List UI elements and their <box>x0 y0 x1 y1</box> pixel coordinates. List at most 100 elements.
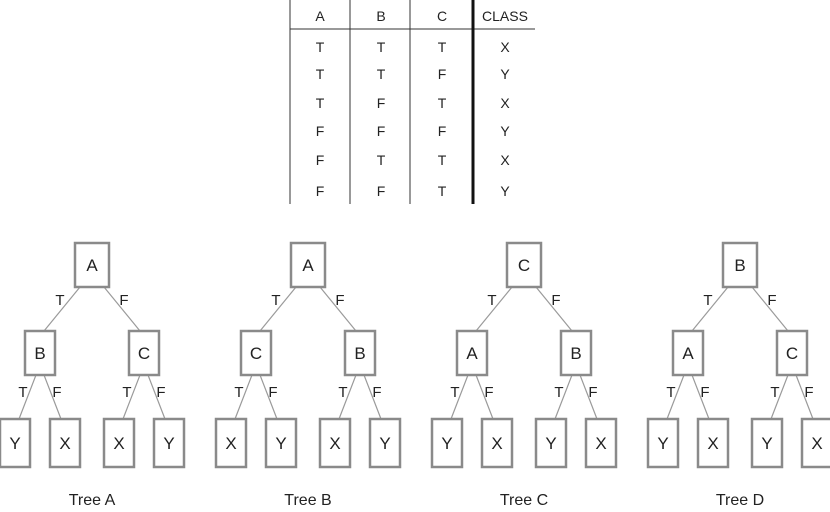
tree-edge-true <box>770 374 789 420</box>
table-cell: T <box>438 152 447 168</box>
right-node: B <box>343 329 377 377</box>
leaf-node: X <box>584 417 618 469</box>
leaf-node-label: Y <box>275 434 286 453</box>
leaf-node-label: Y <box>9 434 20 453</box>
tree-edge-true <box>666 374 685 420</box>
table-cell: F <box>438 123 447 139</box>
tree-edge-false <box>475 374 494 420</box>
edge-label-false: F <box>156 384 165 401</box>
right-node-label: C <box>786 344 798 363</box>
table-cell: T <box>316 39 325 55</box>
table-cell: X <box>500 152 510 168</box>
right-node: C <box>775 329 809 377</box>
table-cell: T <box>438 183 447 199</box>
edge-label-true: T <box>338 384 347 401</box>
leaf-node-label: X <box>225 434 236 453</box>
left-node-box <box>671 329 705 377</box>
root-node: A <box>289 241 327 289</box>
leaf-node: X <box>318 417 352 469</box>
table-header-a: A <box>315 8 325 24</box>
tree-edge-false <box>259 374 278 420</box>
edge-label-false: F <box>335 292 344 309</box>
leaf-node-box <box>48 417 82 469</box>
leaf-node-label: Y <box>657 434 668 453</box>
left-node-box <box>23 329 57 377</box>
table-cell: F <box>316 123 325 139</box>
edge-label-true: T <box>487 292 496 309</box>
leaf-node-box <box>102 417 136 469</box>
table-row: F T T X <box>316 152 511 168</box>
leaf-node: Y <box>646 417 680 469</box>
tree-edge-false <box>535 286 573 332</box>
root-node-label: C <box>518 256 530 275</box>
left-node: A <box>671 329 705 377</box>
leaf-node: Y <box>534 417 568 469</box>
table-row: T T T X <box>316 39 511 55</box>
edge-label-false: F <box>804 384 813 401</box>
table-row: F F F Y <box>316 123 511 139</box>
edge-label-true: T <box>18 384 27 401</box>
table-cell: T <box>316 66 325 82</box>
left-node-label: A <box>466 344 478 363</box>
tree-edge-false <box>751 286 789 332</box>
leaf-node-label: Y <box>379 434 390 453</box>
tree-caption: Tree C <box>500 492 548 509</box>
leaf-node-box <box>430 417 464 469</box>
leaf-node-label: Y <box>761 434 772 453</box>
root-node: B <box>721 241 759 289</box>
tree-edge-true <box>691 286 729 332</box>
leaf-node-label: X <box>707 434 718 453</box>
left-node-label: A <box>682 344 694 363</box>
tree-edge-true <box>259 286 297 332</box>
leaf-node-label: X <box>329 434 340 453</box>
tree-edge-true <box>338 374 357 420</box>
edge-label-true: T <box>666 384 675 401</box>
table-cell: F <box>377 95 386 111</box>
edge-label-false: F <box>484 384 493 401</box>
leaf-node: Y <box>152 417 186 469</box>
edge-label-true: T <box>271 292 280 309</box>
edge-label-true: T <box>770 384 779 401</box>
leaf-node: X <box>48 417 82 469</box>
right-node-box <box>127 329 161 377</box>
table-cell: F <box>316 183 325 199</box>
leaf-node: X <box>800 417 830 469</box>
leaf-node: Y <box>264 417 298 469</box>
leaf-node: X <box>696 417 730 469</box>
table-cell: T <box>377 152 386 168</box>
table-cell: X <box>500 39 510 55</box>
leaf-node-box <box>646 417 680 469</box>
edge-label-true: T <box>55 292 64 309</box>
right-node: B <box>559 329 593 377</box>
tree-caption: Tree B <box>284 492 331 509</box>
leaf-node-label: X <box>59 434 70 453</box>
leaf-node: X <box>214 417 248 469</box>
tree-edge-true <box>475 286 513 332</box>
leaf-node-label: X <box>491 434 502 453</box>
tree-edge-false <box>147 374 166 420</box>
leaf-node-box <box>584 417 618 469</box>
table-cell: T <box>316 95 325 111</box>
tree-caption: Tree D <box>716 492 764 509</box>
table-header-c: C <box>437 8 447 24</box>
tree-edge-false <box>43 374 62 420</box>
leaf-node: X <box>102 417 136 469</box>
leaf-node-box <box>214 417 248 469</box>
leaf-node-label: Y <box>441 434 452 453</box>
table-cell: T <box>377 39 386 55</box>
leaf-node-label: X <box>811 434 822 453</box>
right-node-box <box>775 329 809 377</box>
tree-edge-false <box>363 374 382 420</box>
tree-edge-false <box>579 374 598 420</box>
edge-label-false: F <box>372 384 381 401</box>
leaf-node: X <box>480 417 514 469</box>
root-node: A <box>73 241 111 289</box>
root-node-box <box>289 241 327 289</box>
leaf-node-box <box>696 417 730 469</box>
table-cell: T <box>377 66 386 82</box>
table-cell: Y <box>500 66 510 82</box>
edge-label-false: F <box>700 384 709 401</box>
